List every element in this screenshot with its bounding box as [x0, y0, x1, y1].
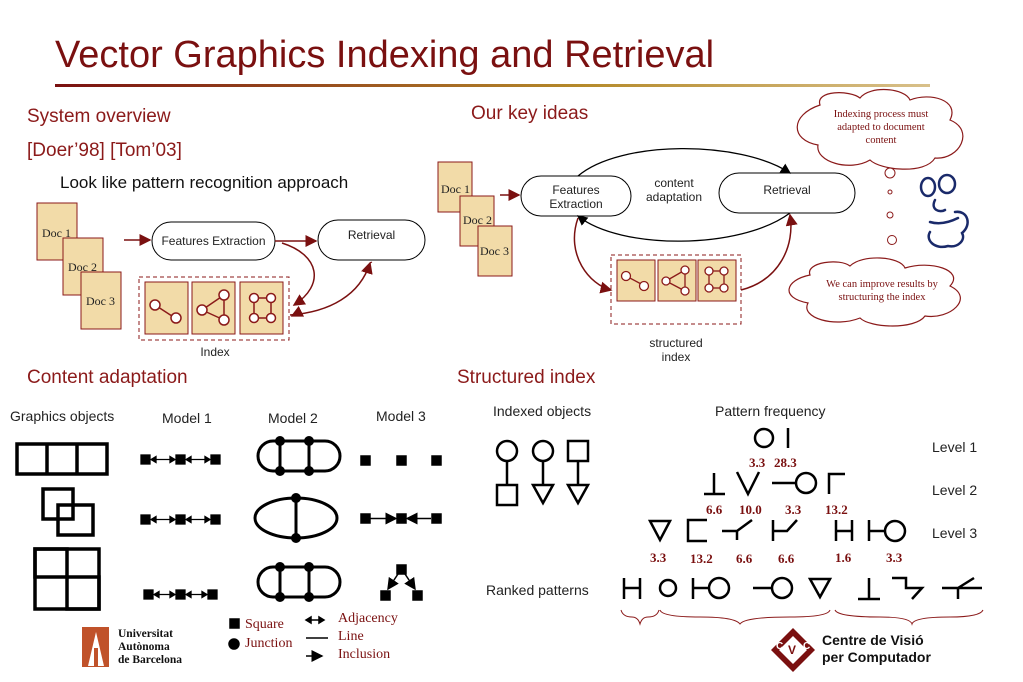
thought-cloud-indexing: Indexing process must adapted to documen… — [833, 109, 929, 146]
system-overview-heading: System overview — [27, 106, 171, 127]
model-2-label: Model 2 — [268, 410, 318, 426]
freq-l3-2: 6.6 — [736, 551, 753, 566]
legend-adjacency: Adjacency — [338, 611, 398, 626]
overview-doc-1: Doc 1 — [42, 226, 71, 240]
ranked-patterns-label: Ranked patterns — [486, 582, 589, 598]
key-doc-2: Doc 2 — [463, 213, 492, 227]
content-adaptation-heading: Content adaptation — [27, 367, 188, 388]
overview-doc-2: Doc 2 — [68, 260, 97, 274]
legend-line: Line — [338, 629, 364, 644]
key-doc-1: Doc 1 — [441, 182, 470, 196]
key-retrieval-box: Retrieval — [763, 183, 811, 197]
overview-doc-3: Doc 3 — [86, 294, 115, 308]
overview-features-box: Features Extraction — [161, 234, 266, 248]
key-ideas-heading: Our key ideas — [471, 103, 589, 124]
indexed-objects-label: Indexed objects — [493, 403, 592, 419]
legend-square: Square — [245, 617, 284, 632]
title-rule — [55, 84, 930, 87]
level-2-label: Level 2 — [932, 482, 978, 498]
overview-index-label: Index — [200, 345, 230, 359]
freq-l2-1: 10.0 — [739, 502, 762, 517]
key-doc-3: Doc 3 — [480, 244, 509, 258]
freq-l3-4: 1.6 — [835, 550, 852, 565]
structured-index-heading: Structured index — [457, 367, 596, 388]
freq-l3-1: 13.2 — [690, 551, 713, 566]
references-text: [Doer’98] [Tom’03] — [27, 140, 182, 161]
freq-l1-1: 28.3 — [774, 455, 797, 470]
cvc-logo-c2: C — [803, 641, 811, 652]
freq-l3-3: 6.6 — [778, 551, 795, 566]
freq-l3-5: 3.3 — [886, 550, 903, 565]
cvc-logo-v: V — [788, 643, 797, 657]
cvc-logo-c1: C — [776, 641, 784, 652]
pattern-frequency-label: Pattern frequency — [715, 403, 826, 419]
graphics-objects-label: Graphics objects — [10, 408, 115, 424]
level-3-label: Level 3 — [932, 525, 978, 541]
freq-l2-2: 3.3 — [785, 502, 802, 517]
legend-inclusion: Inclusion — [338, 647, 391, 662]
approach-note: Look like pattern recognition approach — [60, 173, 349, 192]
level-1-label: Level 1 — [932, 439, 978, 455]
thought-cloud-structuring: We can improve results by structuring th… — [826, 279, 938, 303]
model-1-label: Model 1 — [162, 410, 212, 426]
freq-l2-0: 6.6 — [706, 502, 723, 517]
freq-l2-3: 13.2 — [825, 502, 848, 517]
page-title: Vector Graphics Indexing and Retrieval — [55, 34, 715, 76]
overview-retrieval-box: Retrieval — [347, 228, 396, 242]
model-3-label: Model 3 — [376, 408, 426, 424]
freq-l1-0: 3.3 — [749, 455, 766, 470]
legend-junction: Junction — [245, 636, 293, 651]
freq-l3-0: 3.3 — [650, 550, 667, 565]
